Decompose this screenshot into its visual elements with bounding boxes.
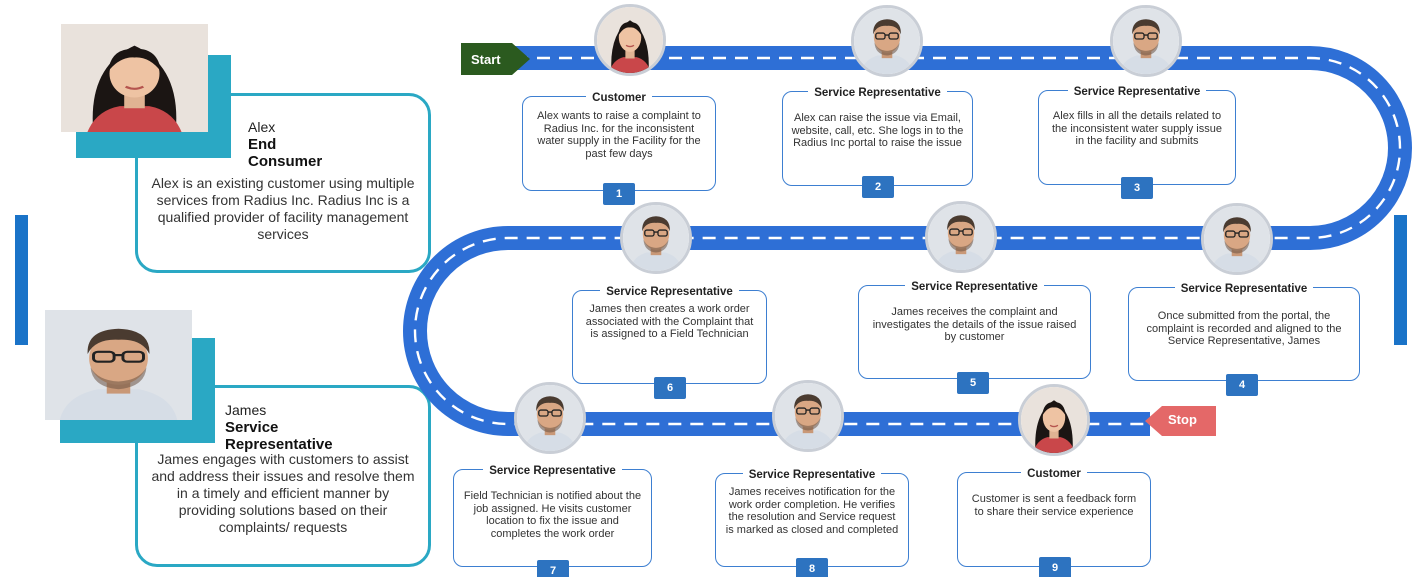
right-edge-accent <box>1394 215 1407 345</box>
step-card-5: Service Representative James receives th… <box>858 281 1091 394</box>
step-description: Alex can raise the issue via Email, webs… <box>791 112 964 150</box>
step-number-badge: 6 <box>654 377 686 399</box>
step-title: Service Representative <box>1174 283 1314 295</box>
step-description: James then creates a work order associat… <box>585 303 754 341</box>
persona-description: Alex is an existing customer using multi… <box>151 175 415 242</box>
step-number-badge: 8 <box>796 558 828 577</box>
step-card-8: Service Representative James receives no… <box>715 469 909 577</box>
persona-role: Service Representative <box>225 419 333 453</box>
step-number-badge: 1 <box>603 183 635 205</box>
persona-card <box>135 385 431 567</box>
step-description: James receives the complaint and investi… <box>872 306 1077 344</box>
stop-flag-shape <box>1145 406 1216 436</box>
step-number-badge: 3 <box>1121 177 1153 199</box>
man-avatar-icon <box>514 382 586 454</box>
step-description: Alex fills in all the details related to… <box>1052 110 1222 148</box>
step-description: Once submitted from the portal, the comp… <box>1146 310 1342 348</box>
man-avatar-icon <box>851 5 923 77</box>
step-title: Customer <box>586 92 652 104</box>
man-avatar-icon <box>1201 203 1273 275</box>
woman-avatar-icon <box>594 4 666 76</box>
stop-label: Stop <box>1168 412 1197 427</box>
persona-description: James engages with customers to assist a… <box>151 451 415 535</box>
step-description: Alex wants to raise a complaint to Radiu… <box>537 110 701 160</box>
step-card-2: Service Representative Alex can raise th… <box>782 87 973 198</box>
step-card-1: Customer Alex wants to raise a complaint… <box>522 92 716 205</box>
step-title: Service Representative <box>1067 86 1207 98</box>
step-description: Customer is sent a feedback form to shar… <box>971 493 1137 518</box>
start-flag-shape <box>461 43 530 75</box>
persona-role: End Consumer <box>248 136 323 170</box>
step-description: James receives notification for the work… <box>725 486 899 536</box>
man-avatar-icon <box>925 201 997 273</box>
step-number-badge: 2 <box>862 176 894 198</box>
persona-name: Alex <box>248 119 276 135</box>
step-title: Service Representative <box>742 469 882 481</box>
persona-name: James <box>225 402 267 418</box>
step-number-badge: 7 <box>537 560 569 577</box>
man-avatar-icon <box>772 380 844 452</box>
step-card-7: Service Representative Field Technician … <box>453 465 652 577</box>
start-label: Start <box>471 52 501 67</box>
step-description: Field Technician is notified about the j… <box>463 490 642 540</box>
step-card-9: Customer Customer is sent a feedback for… <box>957 468 1151 577</box>
step-title: Service Representative <box>600 286 739 298</box>
step-number-badge: 5 <box>957 372 989 394</box>
step-number-badge: 9 <box>1039 557 1071 577</box>
step-card-3: Service Representative Alex fills in all… <box>1038 86 1236 199</box>
step-title: Service Representative <box>905 281 1044 293</box>
man-avatar-icon <box>1110 5 1182 77</box>
left-edge-accent <box>15 215 28 345</box>
step-number-badge: 4 <box>1226 374 1258 396</box>
step-title: Service Representative <box>808 87 947 99</box>
step-title: Service Representative <box>483 465 622 477</box>
step-card-6: Service Representative James then create… <box>572 286 767 399</box>
woman-avatar-icon <box>1018 384 1090 456</box>
step-card-4: Service Representative Once submitted fr… <box>1128 283 1360 396</box>
man-avatar-icon <box>620 202 692 274</box>
step-title: Customer <box>1021 468 1087 480</box>
